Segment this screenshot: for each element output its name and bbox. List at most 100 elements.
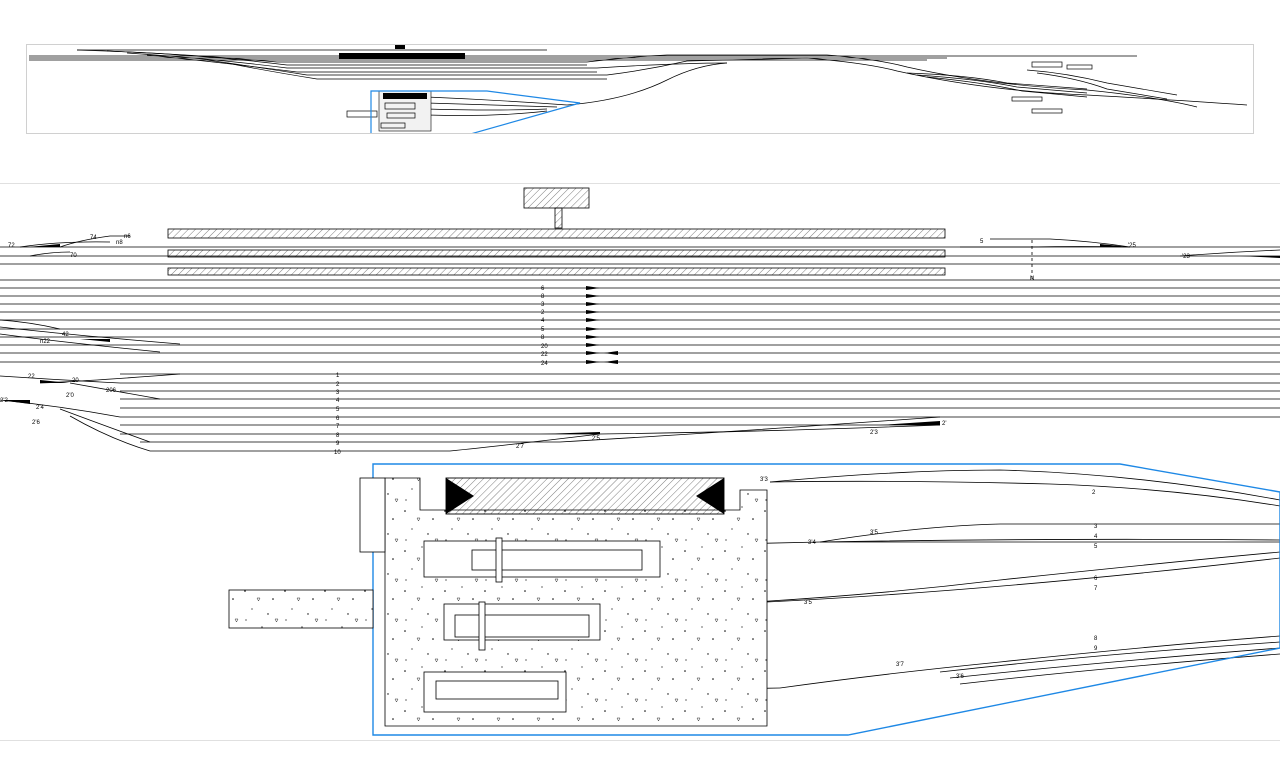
overview-east-yard — [926, 76, 1088, 98]
track-label: 2'5 — [592, 436, 600, 442]
depot-label: 2 — [1092, 490, 1096, 496]
detail-track-diagram: 747270n6n842n2222202062'02'22'62'45'25'2… — [0, 187, 1280, 736]
depot-label: 3'7 — [896, 662, 904, 668]
overview-depot-building — [380, 122, 406, 129]
track-number: 6 — [336, 416, 340, 422]
track-number: 4 — [541, 318, 545, 324]
track-number: 3 — [541, 302, 545, 308]
track-label: 70 — [70, 253, 77, 259]
overview-depot-track — [426, 110, 548, 116]
turnout-track — [0, 399, 121, 418]
track-label: 20 — [72, 378, 79, 384]
track-number: 8 — [541, 294, 545, 300]
track-label: 2'7 — [516, 444, 524, 450]
turnout-track — [59, 408, 151, 443]
overview-panel — [26, 44, 1254, 134]
overview-east-yard — [906, 72, 1088, 90]
overview-east-yard — [1036, 72, 1168, 100]
track-label: n6 — [124, 234, 131, 240]
shed-end-marker — [446, 478, 474, 514]
overview-depot-building — [384, 102, 416, 110]
overview-platform — [1031, 108, 1063, 114]
overview-platform — [339, 53, 465, 59]
track-label: 2'2 — [0, 398, 8, 404]
overview-line-east — [596, 62, 728, 69]
platform-1 — [167, 228, 946, 239]
depot-label: 3'5 — [870, 530, 878, 536]
track-number: 4 — [336, 398, 340, 404]
depot-label: 8 — [1094, 636, 1098, 642]
track-label: 206 — [106, 388, 117, 394]
track-label: 22 — [28, 374, 35, 380]
platform-3 — [167, 267, 946, 276]
inspection-pit-3-inner — [435, 680, 559, 700]
depot-label: 7 — [1094, 586, 1098, 592]
track-label: 5 — [980, 239, 984, 245]
track-label: n22 — [40, 339, 51, 345]
depot-highlight-region — [372, 463, 1280, 736]
overview-line-east — [586, 54, 1198, 108]
turnout-track — [0, 333, 161, 353]
overview-platform — [1031, 61, 1063, 68]
track-label: N — [1030, 276, 1034, 282]
overview-yard-track — [106, 50, 587, 66]
turnout-track — [599, 424, 941, 435]
track-number: 6 — [541, 286, 545, 292]
overview-yard-track — [226, 62, 607, 80]
overview-east-yard — [916, 74, 1088, 94]
shed-end-marker — [696, 478, 724, 514]
overview-platform — [1066, 64, 1093, 70]
lifting-jack — [495, 537, 503, 583]
track-label: 74 — [90, 235, 97, 241]
depot-track — [819, 538, 1280, 543]
track-number: 20 — [541, 344, 548, 350]
turnout-track — [559, 416, 941, 443]
track-label: n8 — [116, 240, 123, 246]
track-number: 3 — [336, 390, 340, 396]
depot-label: 9 — [1094, 646, 1098, 652]
maintenance-shed — [445, 477, 725, 515]
turnout-track — [69, 382, 161, 400]
overview-depot-building — [386, 112, 416, 119]
track-number: 24 — [541, 361, 548, 367]
track-number: 2 — [336, 382, 340, 388]
depot-label: 3 — [1094, 524, 1098, 530]
turnout-track — [990, 238, 1131, 248]
turnout-track — [69, 415, 151, 452]
track-number: 7 — [336, 424, 340, 430]
track-number: 5 — [541, 327, 545, 333]
overview-track-diagram — [29, 45, 1248, 133]
track-number: 10 — [334, 450, 341, 456]
track-label: '23 — [1182, 254, 1190, 260]
turnout-track — [29, 251, 71, 257]
track-label: '25 — [1128, 243, 1136, 249]
depot-track — [779, 635, 1280, 689]
depot-track — [819, 523, 1280, 543]
track-label: 2'0 — [66, 393, 74, 399]
depot-ground — [384, 477, 768, 727]
turnout-track — [19, 241, 111, 248]
switch-points — [0, 244, 1280, 434]
turnout-track — [39, 373, 181, 384]
depot-track — [769, 480, 1280, 507]
inspection-pit-1-inner — [471, 549, 643, 571]
depot-track — [949, 647, 1280, 679]
overview-east-yard — [1026, 69, 1178, 96]
overview-depot-track — [426, 108, 548, 111]
station-building-connector — [554, 207, 563, 229]
track-label: 2'3 — [870, 430, 878, 436]
diagram-labels: 747270n6n842n2222202062'02'22'62'45'25'2… — [0, 234, 1190, 680]
depot-label: 5 — [1094, 544, 1098, 550]
turnout-track — [0, 319, 61, 330]
depot-label: 3'6 — [956, 674, 964, 680]
track-number: 8 — [541, 335, 545, 341]
platform-2 — [167, 249, 946, 258]
depot-track — [769, 469, 1280, 501]
track-label: 2'6 — [32, 420, 40, 426]
overview-yard-track — [126, 52, 597, 69]
depot-label: 3'3 — [760, 477, 768, 483]
turnout-track — [59, 235, 130, 248]
station-building — [523, 187, 590, 209]
overview-depot-building — [346, 110, 378, 118]
